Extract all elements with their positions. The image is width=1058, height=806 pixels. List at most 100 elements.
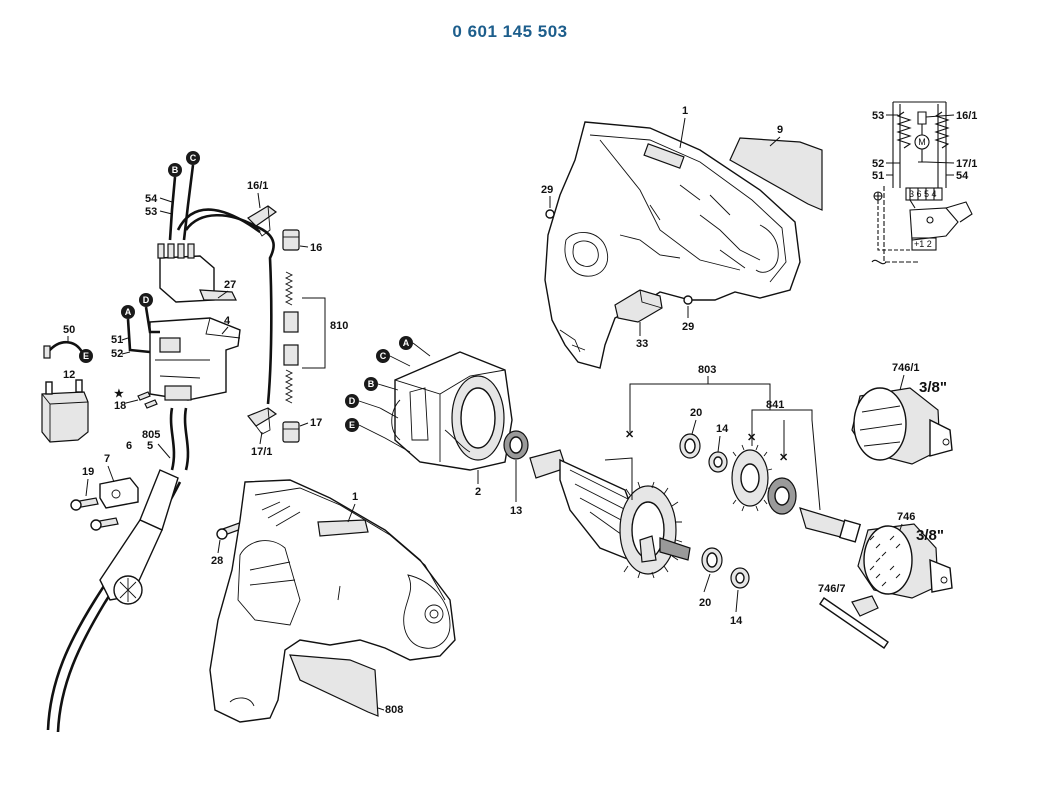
brush-cap-part-16 xyxy=(282,229,300,251)
keyless-chuck-part-746-1 xyxy=(851,387,953,465)
svg-text:C: C xyxy=(190,153,197,163)
terminal-block-part-27 xyxy=(157,243,237,303)
ball-bearing-part-13 xyxy=(503,430,529,460)
svg-text:3 6 5 4: 3 6 5 4 xyxy=(909,189,937,199)
label-part-746-1: 746/1 xyxy=(892,362,920,374)
svg-text:B: B xyxy=(368,379,375,389)
label-part-9: 9 xyxy=(777,124,783,136)
label-part-14-bottom: 14 xyxy=(730,615,743,627)
label-part-841: 841 xyxy=(766,399,784,411)
label-part-12: 12 xyxy=(63,369,75,381)
svg-text:E: E xyxy=(349,420,355,430)
schematic-label-54: 54 xyxy=(956,170,969,182)
chuck-size-label-top: 3/8" xyxy=(919,379,947,396)
wiring-schematic: M 3 6 5 4 +1 2 xyxy=(871,101,973,265)
needle-bearing-part-14-bottom xyxy=(730,567,750,589)
armature-part xyxy=(529,449,691,579)
keyed-chuck-part-746 xyxy=(857,523,953,599)
ball-bearing-spindle xyxy=(767,477,797,515)
label-part-54: 54 xyxy=(145,193,158,205)
page-title: 0 601 145 503 xyxy=(452,22,568,41)
svg-text:+1 2: +1 2 xyxy=(914,239,932,249)
label-part-16-1-top: 16/1 xyxy=(247,180,268,192)
svg-text:A: A xyxy=(125,307,132,317)
label-part-1-top: 1 xyxy=(682,105,688,117)
label-part-1-bottom: 1 xyxy=(352,491,358,503)
label-part-4: 4 xyxy=(224,315,231,327)
label-part-x-armature: ✕ xyxy=(625,429,634,441)
connector-badge-b-stator: B xyxy=(364,377,378,391)
label-part-16: 16 xyxy=(310,242,322,254)
label-part-29-right: 29 xyxy=(682,321,694,333)
label-part-17: 17 xyxy=(310,417,322,429)
svg-text:M: M xyxy=(918,137,926,147)
star-marker: ★ xyxy=(114,388,124,400)
label-part-14-top: 14 xyxy=(716,423,729,435)
label-part-805: 805 xyxy=(142,429,160,441)
connector-badge-d-mid: D xyxy=(139,293,153,307)
screw-part-18 xyxy=(137,391,158,409)
label-part-x-gear: ✕ xyxy=(747,432,756,444)
label-part-29-left: 29 xyxy=(541,184,553,196)
spindle-part xyxy=(799,507,862,543)
connector-badge-e-left: E xyxy=(79,349,93,363)
schematic-label-51: 51 xyxy=(872,170,884,182)
brush-holder-part-16-1 xyxy=(247,205,278,237)
label-part-50: 50 xyxy=(63,324,75,336)
nameplate-part-9 xyxy=(729,137,823,211)
label-part-27: 27 xyxy=(224,279,236,291)
svg-text:D: D xyxy=(143,295,150,305)
field-coil-part-2 xyxy=(391,351,513,471)
label-part-808: 808 xyxy=(385,704,403,716)
cable-clamp-part-7 xyxy=(99,477,139,509)
switch-slider-part-33 xyxy=(614,289,663,323)
brush-holder-part-17-1 xyxy=(247,407,278,435)
label-part-x-bearing: ✕ xyxy=(779,452,788,464)
schematic-label-17-1: 17/1 xyxy=(956,158,977,170)
label-part-51: 51 xyxy=(111,334,123,346)
connector-badge-a-mid: A xyxy=(121,305,135,319)
label-part-20-bottom: 20 xyxy=(699,597,711,609)
label-part-746-7: 746/7 xyxy=(818,583,846,595)
chuck-size-label-bottom: 3/8" xyxy=(916,527,944,544)
brush-spring-part-810 xyxy=(283,271,299,404)
oring-part-29-left xyxy=(545,209,555,219)
sleeve-bearing-part-20-top xyxy=(679,433,701,459)
nameplate-part-808 xyxy=(289,654,379,717)
needle-bearing-part-14-top xyxy=(708,451,728,473)
label-part-20-top: 20 xyxy=(690,407,702,419)
switch-part-4 xyxy=(149,317,241,401)
screw-part-28 xyxy=(216,521,245,540)
label-part-18: 18 xyxy=(114,400,126,412)
screw-part-19 xyxy=(70,497,119,531)
label-part-810: 810 xyxy=(330,320,348,332)
label-part-13: 13 xyxy=(510,505,522,517)
connector-badge-c-top: C xyxy=(186,151,200,165)
connector-badge-a-stator: A xyxy=(399,336,413,350)
label-part-28: 28 xyxy=(211,555,223,567)
label-part-7: 7 xyxy=(104,453,110,465)
label-part-746: 746 xyxy=(897,511,915,523)
label-part-17-1: 17/1 xyxy=(251,446,272,458)
suppressor-part-12 xyxy=(41,379,89,443)
sleeve-bearing-part-20-bottom xyxy=(701,547,723,573)
oring-part-29-right xyxy=(683,295,693,305)
svg-text:A: A xyxy=(403,338,410,348)
housing-half-part xyxy=(544,121,801,369)
label-part-52: 52 xyxy=(111,348,123,360)
label-part-53: 53 xyxy=(145,206,157,218)
label-part-5: 5 xyxy=(147,440,153,452)
label-part-2: 2 xyxy=(475,486,481,498)
label-part-803: 803 xyxy=(698,364,716,376)
svg-text:C: C xyxy=(380,351,387,361)
schematic-label-53: 53 xyxy=(872,110,884,122)
label-part-33: 33 xyxy=(636,338,648,350)
schematic-label-16-1: 16/1 xyxy=(956,110,977,122)
power-cable-part-6 xyxy=(46,469,182,733)
svg-text:E: E xyxy=(83,351,89,361)
svg-text:D: D xyxy=(349,396,356,406)
label-part-19: 19 xyxy=(82,466,94,478)
connector-badge-c-stator: C xyxy=(376,349,390,363)
chuck-key-part-746-7 xyxy=(819,595,889,649)
housing-assembled-part-1 xyxy=(209,479,456,723)
